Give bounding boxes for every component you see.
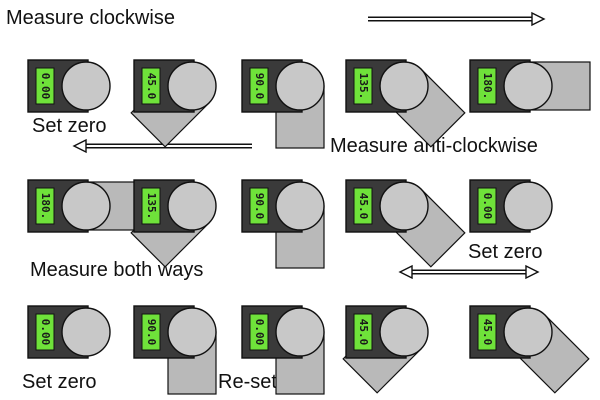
lcd-screen (353, 67, 373, 105)
protractor-gauge-both_ways-4: 45.0 (342, 305, 429, 394)
lcd-reading: 0.00 (253, 319, 266, 346)
lcd-reading: 135. (145, 193, 158, 220)
protractor-gauge-clockwise-4: 135. (345, 59, 466, 148)
lcd-reading: 45.0 (481, 319, 494, 346)
lcd-reading: 90.0 (253, 193, 266, 220)
protractor-gauge-anticlockwise-2: 135. (130, 179, 217, 268)
protractor-gauge-anticlockwise-5: 0.00 (469, 179, 553, 233)
protractor-gauge-clockwise-1: 0.00 (27, 59, 111, 113)
lcd-reading: 0.00 (39, 73, 52, 100)
lcd-reading: 45.0 (357, 319, 370, 346)
lcd-reading: 180. (39, 193, 52, 220)
lcd-reading: 0.00 (481, 193, 494, 220)
set-zero-label-row2: Set zero (468, 241, 542, 263)
lcd-screen (353, 313, 373, 351)
protractor-gauge-anticlockwise-4: 45.0 (345, 179, 466, 268)
lcd-screen (141, 187, 161, 225)
lcd-screen (35, 313, 55, 351)
anticlockwise-arrow (72, 138, 252, 154)
gauge-dial (379, 181, 429, 231)
gauge-dial (503, 61, 553, 111)
lcd-screen (35, 187, 55, 225)
lcd-screen (477, 313, 497, 351)
lcd-screen (249, 187, 269, 225)
lcd-reading: 90.0 (253, 73, 266, 100)
gauge-dial (379, 307, 429, 357)
gauge-dial (379, 61, 429, 111)
measure-clockwise-label: Measure clockwise (6, 7, 175, 29)
lcd-reading: 180. (481, 73, 494, 100)
gauge-dial (275, 61, 325, 111)
measure-anticlockwise-label: Measure anti-clockwise (330, 135, 538, 157)
set-zero-label-row1: Set zero (32, 115, 106, 137)
lcd-reading: 135. (357, 73, 370, 100)
gauge-dial (167, 307, 217, 357)
protractor-gauge-both_ways-2: 90.0 (133, 305, 217, 395)
lcd-screen (477, 67, 497, 105)
gauge-dial (503, 181, 553, 231)
protractor-gauge-anticlockwise-3: 90.0 (241, 179, 325, 269)
measure-both-ways-label: Measure both ways (30, 259, 203, 281)
gauge-dial (61, 307, 111, 357)
gauge-dial (61, 61, 111, 111)
gauge-dial (275, 307, 325, 357)
protractor-gauge-both_ways-5: 45.0 (469, 305, 590, 394)
lcd-screen (141, 67, 161, 105)
lcd-screen (477, 187, 497, 225)
protractor-gauge-both_ways-3: 0.00 (241, 305, 325, 395)
protractor-gauge-clockwise-3: 90.0 (241, 59, 325, 149)
lcd-screen (141, 313, 161, 351)
protractor-gauge-clockwise-5: 180. (469, 59, 591, 113)
lcd-screen (353, 187, 373, 225)
lcd-reading: 0.00 (39, 319, 52, 346)
lcd-screen (249, 67, 269, 105)
protractor-gauge-clockwise-2: 45.0 (130, 59, 217, 148)
gauge-dial (61, 181, 111, 231)
lcd-reading: 45.0 (145, 73, 158, 100)
gauge-dial (167, 181, 217, 231)
lcd-screen (35, 67, 55, 105)
gauge-dial (167, 61, 217, 111)
protractor-gauge-anticlockwise-1: 180. (27, 179, 149, 233)
lcd-reading: 45.0 (357, 193, 370, 220)
gauge-dial (503, 307, 553, 357)
clockwise-arrow (368, 11, 546, 27)
set-zero-label-row3: Set zero (22, 371, 96, 393)
protractor-gauge-both_ways-1: 0.00 (27, 305, 111, 359)
lcd-reading: 90.0 (145, 319, 158, 346)
gauge-dial (275, 181, 325, 231)
lcd-screen (249, 313, 269, 351)
both-ways-arrow (398, 264, 540, 280)
